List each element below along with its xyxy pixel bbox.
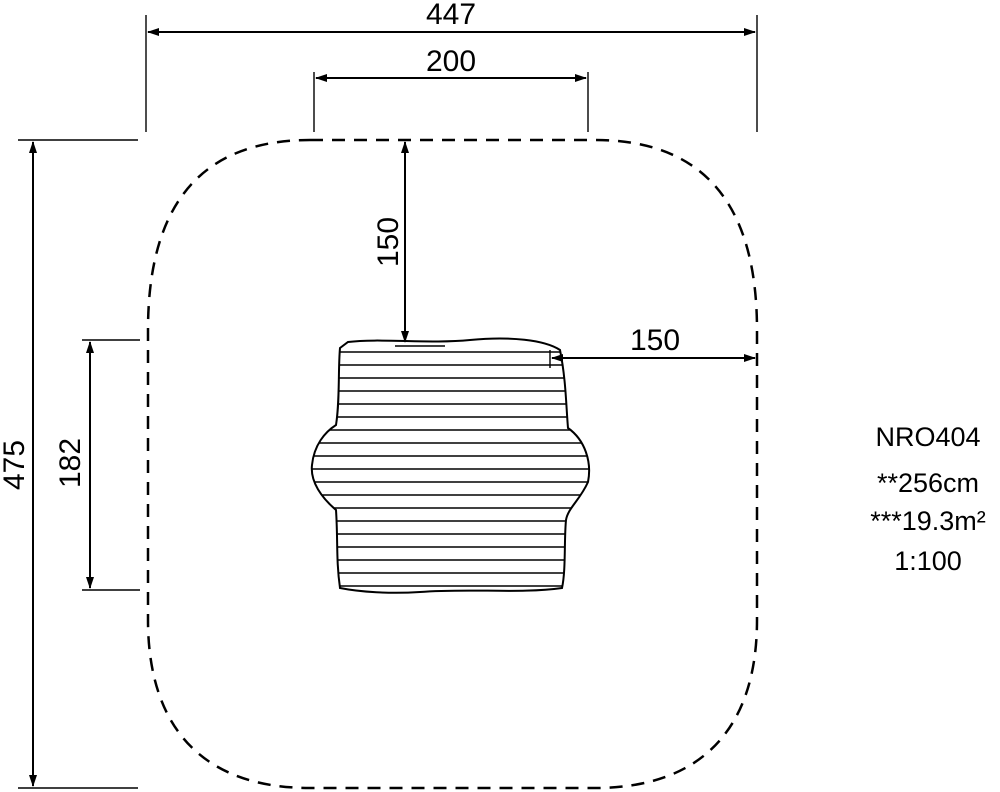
impact-area: ***19.3m²	[870, 506, 986, 536]
dimension-overall-height: 475	[0, 139, 138, 789]
scale-label: 1:100	[894, 546, 962, 576]
free-fall-height: **256cm	[877, 468, 979, 498]
equipment-footprint	[310, 337, 591, 594]
overall-width-label: 447	[426, 0, 476, 31]
info-block: NRO404 **256cm ***19.3m² 1:100	[870, 422, 986, 576]
side-clearance-label: 150	[630, 324, 680, 357]
top-clearance-label: 150	[372, 217, 405, 267]
dimension-overall-width: 447	[145, 0, 758, 132]
dimension-equipment-width: 200	[313, 45, 589, 132]
overall-height-label: 475	[0, 440, 31, 490]
product-code: NRO404	[875, 422, 980, 452]
dimension-side-clearance: 150	[549, 324, 756, 368]
dimension-equipment-height: 182	[54, 339, 140, 591]
dimension-top-clearance: 150	[372, 141, 445, 347]
safety-zone-outline	[146, 138, 759, 790]
equipment-width-label: 200	[426, 45, 476, 78]
equipment-height-label: 182	[54, 438, 87, 488]
